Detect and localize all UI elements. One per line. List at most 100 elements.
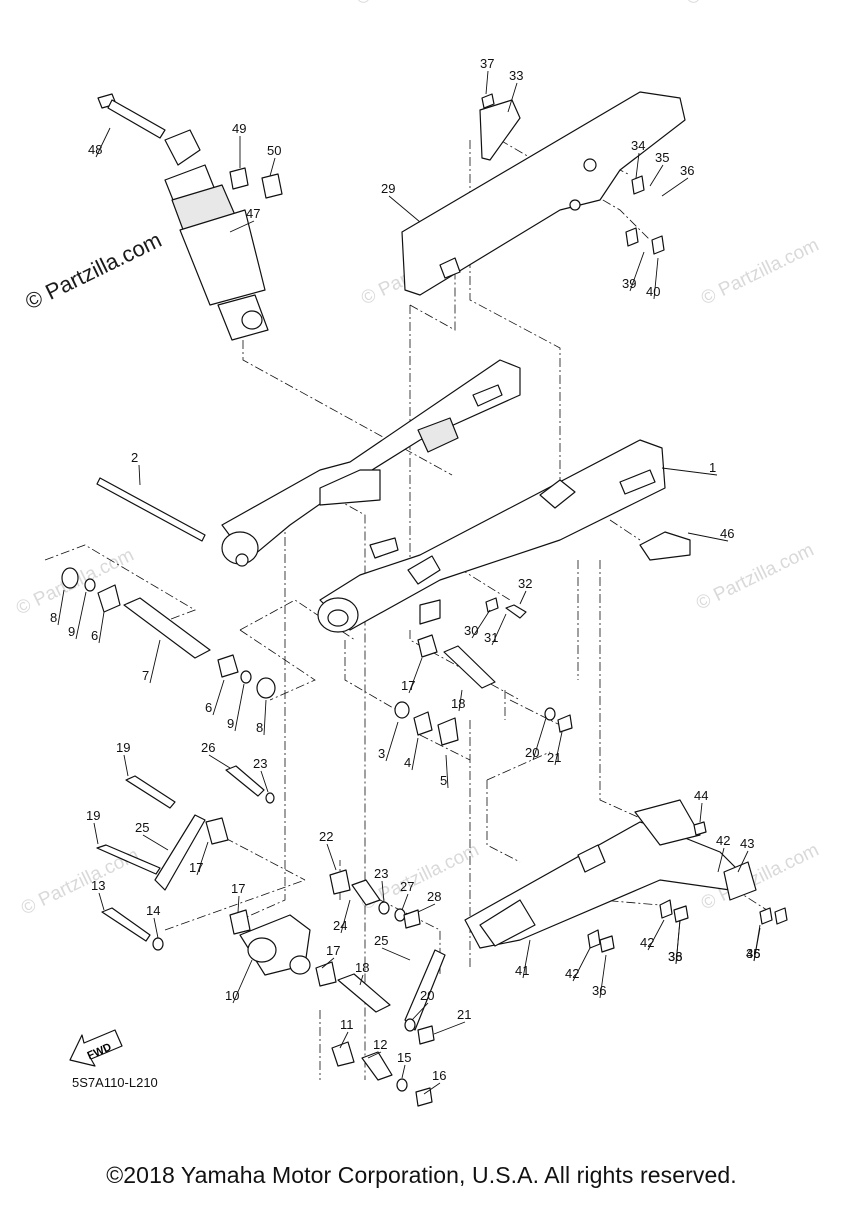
callout-number-41: 41 xyxy=(515,963,529,978)
callout-number-17: 17 xyxy=(401,678,415,693)
rear-shock-part xyxy=(97,93,283,341)
callout-leader-line xyxy=(653,257,659,300)
callout-leader-line xyxy=(519,590,527,605)
callout-leader-line xyxy=(599,954,607,999)
hardware-parts xyxy=(61,93,788,1107)
callout-number-34: 34 xyxy=(631,138,645,153)
copyright-footer: ©2018 Yamaha Motor Corporation, U.S.A. A… xyxy=(106,1162,737,1188)
callout-leader-line xyxy=(661,467,718,476)
callout-leader-line xyxy=(485,70,489,95)
callout-leader-line xyxy=(381,880,385,903)
callout-leader-line xyxy=(149,639,161,684)
callout-number-10: 10 xyxy=(225,988,239,1003)
callout-leader-line xyxy=(381,947,411,961)
callout-number-42: 42 xyxy=(716,833,730,848)
callout-number-21: 21 xyxy=(547,750,561,765)
callout-leader-line xyxy=(234,683,245,732)
callout-number-2: 2 xyxy=(131,450,138,465)
callout-number-37: 37 xyxy=(480,56,494,71)
callout-number-15: 15 xyxy=(397,1050,411,1065)
callout-leader-line xyxy=(75,591,87,640)
callout-number-17: 17 xyxy=(231,881,245,896)
partzilla-watermark: © Partzilla.com xyxy=(133,0,257,2)
callout-number-12: 12 xyxy=(373,1037,387,1052)
callout-number-39: 39 xyxy=(622,276,636,291)
callout-leader-line xyxy=(385,721,399,762)
forward-direction-arrow: FWD xyxy=(69,1029,123,1067)
callout-number-36: 36 xyxy=(668,949,682,964)
callout-leader-line xyxy=(411,1002,429,1021)
callout-number-17: 17 xyxy=(189,860,203,875)
callout-leader-line xyxy=(138,464,141,486)
partzilla-watermark: © Partzilla.com xyxy=(698,234,822,309)
callout-leader-line xyxy=(98,611,105,644)
callout-leader-line xyxy=(237,895,240,913)
callout-leader-line xyxy=(232,959,253,1004)
callout-number-31: 31 xyxy=(484,630,498,645)
callout-number-9: 9 xyxy=(227,716,234,731)
partzilla-watermark: © Partzilla.com xyxy=(353,0,477,9)
partzilla-watermark-main: © Partzilla.com xyxy=(21,227,165,314)
callout-leader-line xyxy=(423,1082,441,1095)
swingarm-part xyxy=(221,359,666,633)
callout-leader-line xyxy=(554,731,563,766)
chain-guard-part xyxy=(401,91,686,296)
callout-number-6: 6 xyxy=(205,700,212,715)
callout-number-22: 22 xyxy=(319,829,333,844)
callout-leader-line xyxy=(229,220,255,233)
callout-number-11: 11 xyxy=(340,1017,354,1032)
callout-leader-line xyxy=(661,177,689,197)
callout-number-7: 7 xyxy=(142,668,149,683)
callout-number-13: 13 xyxy=(91,878,105,893)
callout-number-19: 19 xyxy=(116,740,130,755)
callout-number-36: 36 xyxy=(746,946,760,961)
callout-leader-line xyxy=(572,947,591,982)
callout-number-19: 19 xyxy=(86,808,100,823)
callout-number-32: 32 xyxy=(518,576,532,591)
relay-arm-part xyxy=(154,814,446,1031)
callout-leader-line xyxy=(359,974,364,986)
callout-leader-line xyxy=(753,927,761,962)
callout-number-21: 21 xyxy=(457,1007,471,1022)
callout-number-43: 43 xyxy=(740,836,754,851)
callout-number-48: 48 xyxy=(88,142,102,157)
callout-leader-line xyxy=(95,127,111,158)
callout-leader-line xyxy=(123,754,129,777)
callout-number-38: 38 xyxy=(668,949,682,964)
callout-number-50: 50 xyxy=(267,143,281,158)
callout-leader-line xyxy=(212,679,225,716)
callout-leader-line xyxy=(321,957,335,969)
callout-leader-line xyxy=(687,532,729,542)
callout-leader-line xyxy=(675,919,681,965)
callout-leader-line xyxy=(458,689,463,712)
callout-leader-line xyxy=(635,152,640,179)
callout-leader-line xyxy=(98,892,105,911)
callout-number-14: 14 xyxy=(146,903,160,918)
chain-case-part xyxy=(464,799,757,949)
callout-number-8: 8 xyxy=(256,720,263,735)
callout-leader-line xyxy=(649,164,664,187)
partzilla-watermark: © Partzilla.com xyxy=(683,0,807,9)
callout-leader-line xyxy=(491,613,507,646)
callout-number-9: 9 xyxy=(68,624,75,639)
callout-number-40: 40 xyxy=(646,284,660,299)
callout-number-20: 20 xyxy=(525,745,539,760)
callout-leader-line xyxy=(717,847,725,873)
callout-layer: 1234566788991011121314151617171717181819… xyxy=(50,56,761,1095)
callout-leader-line xyxy=(57,589,65,626)
callout-number-23: 23 xyxy=(253,756,267,771)
callout-leader-line xyxy=(445,754,449,789)
callout-leader-line xyxy=(196,841,209,876)
callout-number-36: 36 xyxy=(680,163,694,178)
callout-leader-line xyxy=(269,157,276,177)
diagram-code: 5S7A110-L210 xyxy=(72,1075,158,1090)
callout-number-5: 5 xyxy=(440,773,447,788)
callout-leader-line xyxy=(367,1051,382,1059)
callout-number-42: 42 xyxy=(640,935,654,950)
callout-number-28: 28 xyxy=(427,889,441,904)
callout-number-36: 36 xyxy=(592,983,606,998)
callout-leader-line xyxy=(522,939,531,979)
callout-number-47: 47 xyxy=(246,206,260,221)
callout-number-25: 25 xyxy=(374,933,388,948)
callout-number-3: 3 xyxy=(378,746,385,761)
